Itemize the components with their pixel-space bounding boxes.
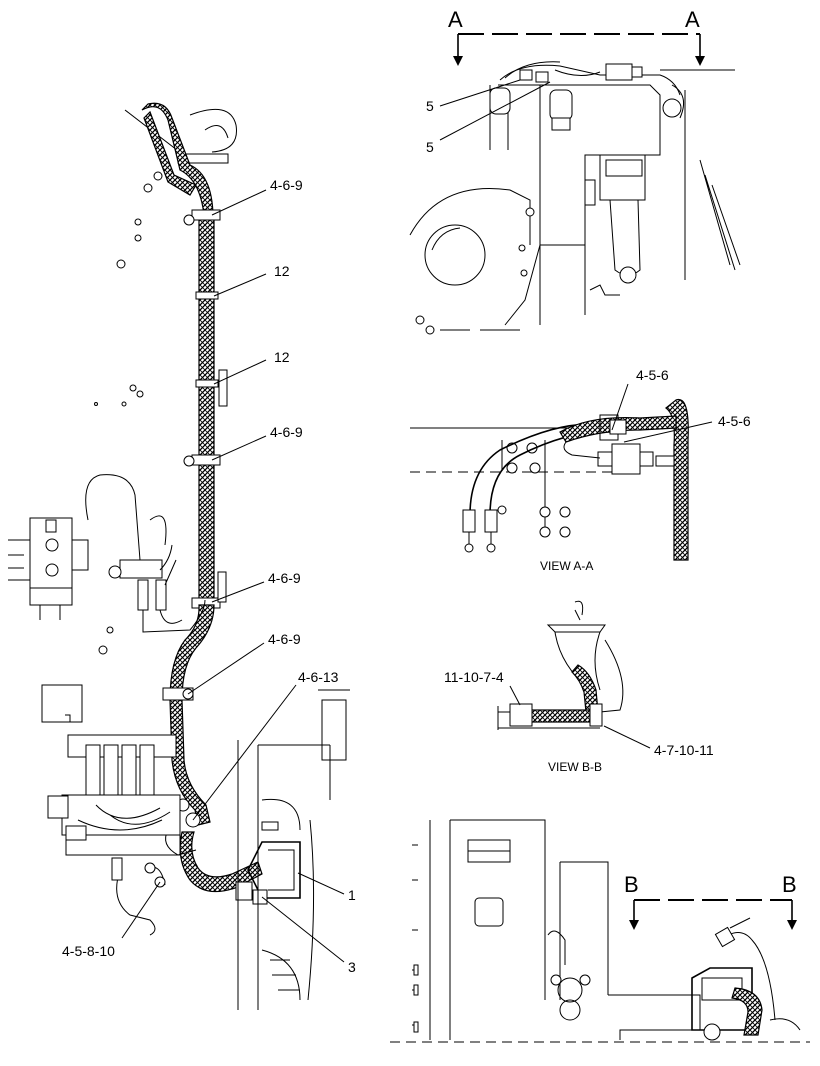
view-titles: VIEW A-A VIEW B-B [540,559,602,774]
callout-4-6-9-middle: 4-6-9 [270,424,303,440]
valve-bank [47,734,181,856]
main-view [8,102,350,1010]
callout-4-6-13: 4-6-13 [298,669,339,685]
callout-1: 1 [348,887,356,903]
callout-4-7-10-11: 4-7-10-11 [654,742,714,758]
view-bb-detail [497,600,651,749]
callout-12-lower: 12 [274,349,290,365]
view-title-bb: VIEW B-B [548,760,602,774]
callout-4-6-9-lower: 4-6-9 [268,570,301,586]
callout-4-5-6-left: 4-5-6 [636,367,669,383]
callout-4-5-6-right: 4-5-6 [718,413,751,429]
small-valve-block [8,474,167,620]
lower-right-view [390,819,810,1043]
section-mark-b-right: B [782,872,797,897]
view-aa-detail [410,383,713,561]
section-markers: A A B B [448,7,797,897]
callout-5-upper: 5 [426,98,434,114]
callout-3: 3 [348,959,356,975]
callout-12-upper: 12 [274,263,290,279]
callout-4-5-8-10: 4-5-8-10 [62,943,115,959]
callout-4-6-9-bottom: 4-6-9 [268,631,301,647]
section-mark-b-left: B [624,872,639,897]
view-aa-section [409,33,741,335]
callout-11-10-7-4: 11-10-7-4 [444,669,504,685]
view-title-aa: VIEW A-A [540,559,593,573]
callout-5-lower: 5 [426,139,434,155]
callout-labels: 4-6-9 12 12 4-6-9 4-6-9 4-6-9 4-6-13 1 3… [62,98,751,975]
section-mark-a-left: A [448,7,463,32]
leader-lines-main [121,189,345,963]
section-mark-a-right: A [685,7,700,32]
callout-4-6-9-top: 4-6-9 [270,177,303,193]
